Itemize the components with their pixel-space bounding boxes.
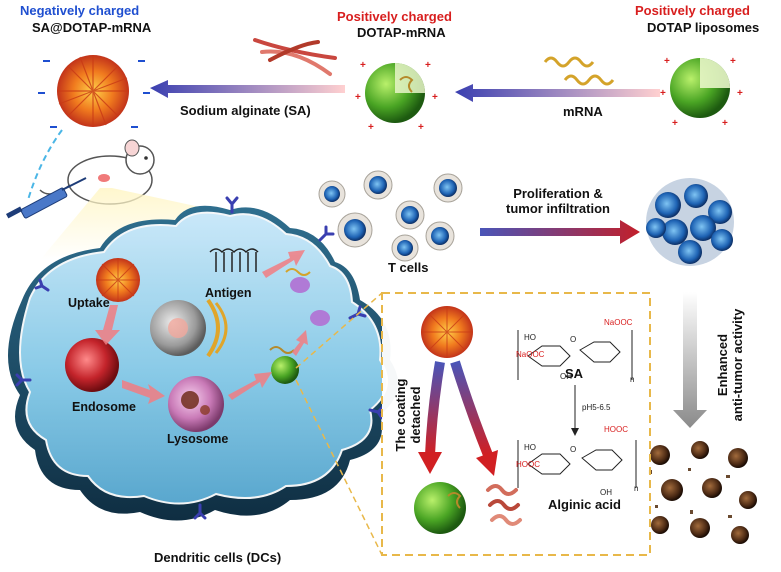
- ph-arrowhead: [571, 428, 579, 436]
- ho-top-label: HO: [524, 333, 536, 342]
- detach-arrowhead-left: [418, 452, 442, 474]
- oh-bottom-label: OH: [600, 488, 612, 497]
- tumor-debris: [648, 441, 757, 544]
- sa-label: SA: [565, 366, 584, 381]
- sa-arrow: [150, 80, 345, 98]
- proliferation-arrow: [480, 220, 640, 244]
- coating-line1: The coating: [393, 378, 408, 452]
- oh-top-label: OH: [560, 372, 572, 381]
- lysosome: [168, 376, 224, 432]
- inset-zoom-line-1: [295, 292, 383, 369]
- svg-text:+: +: [360, 60, 366, 71]
- n-bottom-label: n: [634, 484, 639, 493]
- detach-arrow-right: [450, 360, 493, 457]
- dc-name-label: Dendritic cells (DCs): [154, 550, 282, 565]
- svg-text:+: +: [664, 56, 670, 67]
- endosome: [65, 338, 119, 392]
- detach-arrow-left: [425, 361, 445, 456]
- dotap-mrna-charge-label: Positively charged: [337, 9, 452, 24]
- released-dotap-mrna: [414, 482, 466, 534]
- endosome-label: Endosome: [72, 400, 136, 414]
- sa-dotap-mrna-particle: [38, 55, 150, 128]
- sa-strands: [253, 38, 337, 76]
- sa-mrna-charge-label: Negatively charged: [20, 3, 140, 18]
- enhanced-line1: Enhanced: [715, 333, 730, 397]
- svg-text:+: +: [425, 60, 431, 71]
- alginic-structure: [517, 440, 637, 488]
- sa-arrow-label: Sodium alginate (SA): [180, 103, 311, 118]
- hooc-top-label: HOOC: [604, 425, 628, 434]
- liposome-charge-label: Positively charged: [635, 3, 750, 18]
- inset-zoom-line-2: [295, 379, 383, 556]
- dotap-mrna-name-label: DOTAP-mRNA: [357, 25, 446, 40]
- svg-text:+: +: [722, 118, 728, 129]
- svg-text:+: +: [737, 88, 743, 99]
- proliferation-line2: tumor infiltration: [506, 201, 610, 216]
- ph-label: pH5-6.5: [582, 403, 611, 412]
- mrna-arrow-label: mRNA: [563, 104, 603, 119]
- ho-bottom-label: HO: [524, 443, 536, 452]
- svg-text:+: +: [660, 88, 666, 99]
- uptake-label: Uptake: [68, 296, 110, 310]
- n-top-label: n: [630, 375, 635, 384]
- svg-text:+: +: [432, 92, 438, 103]
- proliferation-line1: Proliferation &: [513, 186, 603, 201]
- o-top-label: O: [570, 335, 577, 344]
- ribosome: [285, 268, 330, 326]
- enhanced-label: Enhanced anti-tumor activity: [715, 300, 745, 430]
- svg-text:+: +: [418, 122, 424, 133]
- naooc-top-label: NaOOC: [604, 318, 633, 327]
- lysosome-label: Lysosome: [167, 432, 229, 446]
- svg-text:+: +: [730, 56, 736, 67]
- anti-tumor-arrow: [673, 292, 707, 428]
- liposome-name-label: DOTAP liposomes: [647, 20, 760, 35]
- svg-text:+: +: [672, 118, 678, 129]
- sa-structure: [517, 330, 633, 380]
- antigen-label: Antigen: [205, 286, 252, 300]
- dotap-liposome: + + + + + +: [660, 56, 743, 129]
- svg-text:+: +: [368, 122, 374, 133]
- alginic-acid-label: Alginic acid: [548, 497, 621, 512]
- mrna-arrow: [455, 84, 660, 102]
- grey-vesicle: [150, 298, 228, 358]
- mrna-strands: [543, 56, 615, 86]
- t-cell-cluster: [646, 178, 734, 266]
- hooc-left-label: HOOC: [516, 460, 540, 469]
- inset-sa-particle: [421, 306, 473, 358]
- uptake-particle: [96, 258, 140, 302]
- svg-text:+: +: [355, 92, 361, 103]
- dotap-mrna-particle: + + + + + +: [355, 60, 438, 133]
- syringe: [5, 177, 87, 219]
- injection-path: [27, 129, 63, 201]
- escaped-particle: [269, 346, 299, 384]
- proliferation-label: Proliferation & tumor infiltration: [498, 186, 618, 216]
- coating-line2: detached: [408, 386, 423, 444]
- naooc-left-label: NaOOC: [516, 350, 545, 359]
- released-alginate: [486, 484, 522, 526]
- coating-label: The coating detached: [393, 360, 423, 470]
- o-bottom-label: O: [570, 445, 577, 454]
- antigen-icon: [209, 248, 259, 272]
- sa-mrna-name-label: SA@DOTAP-mRNA: [32, 20, 152, 35]
- enhanced-line2: anti-tumor activity: [730, 308, 745, 422]
- detach-arrowhead-right: [476, 450, 498, 476]
- t-cells-label: T cells: [388, 260, 429, 275]
- intracellular-arrows: [95, 250, 308, 404]
- t-cells-group: [318, 170, 463, 262]
